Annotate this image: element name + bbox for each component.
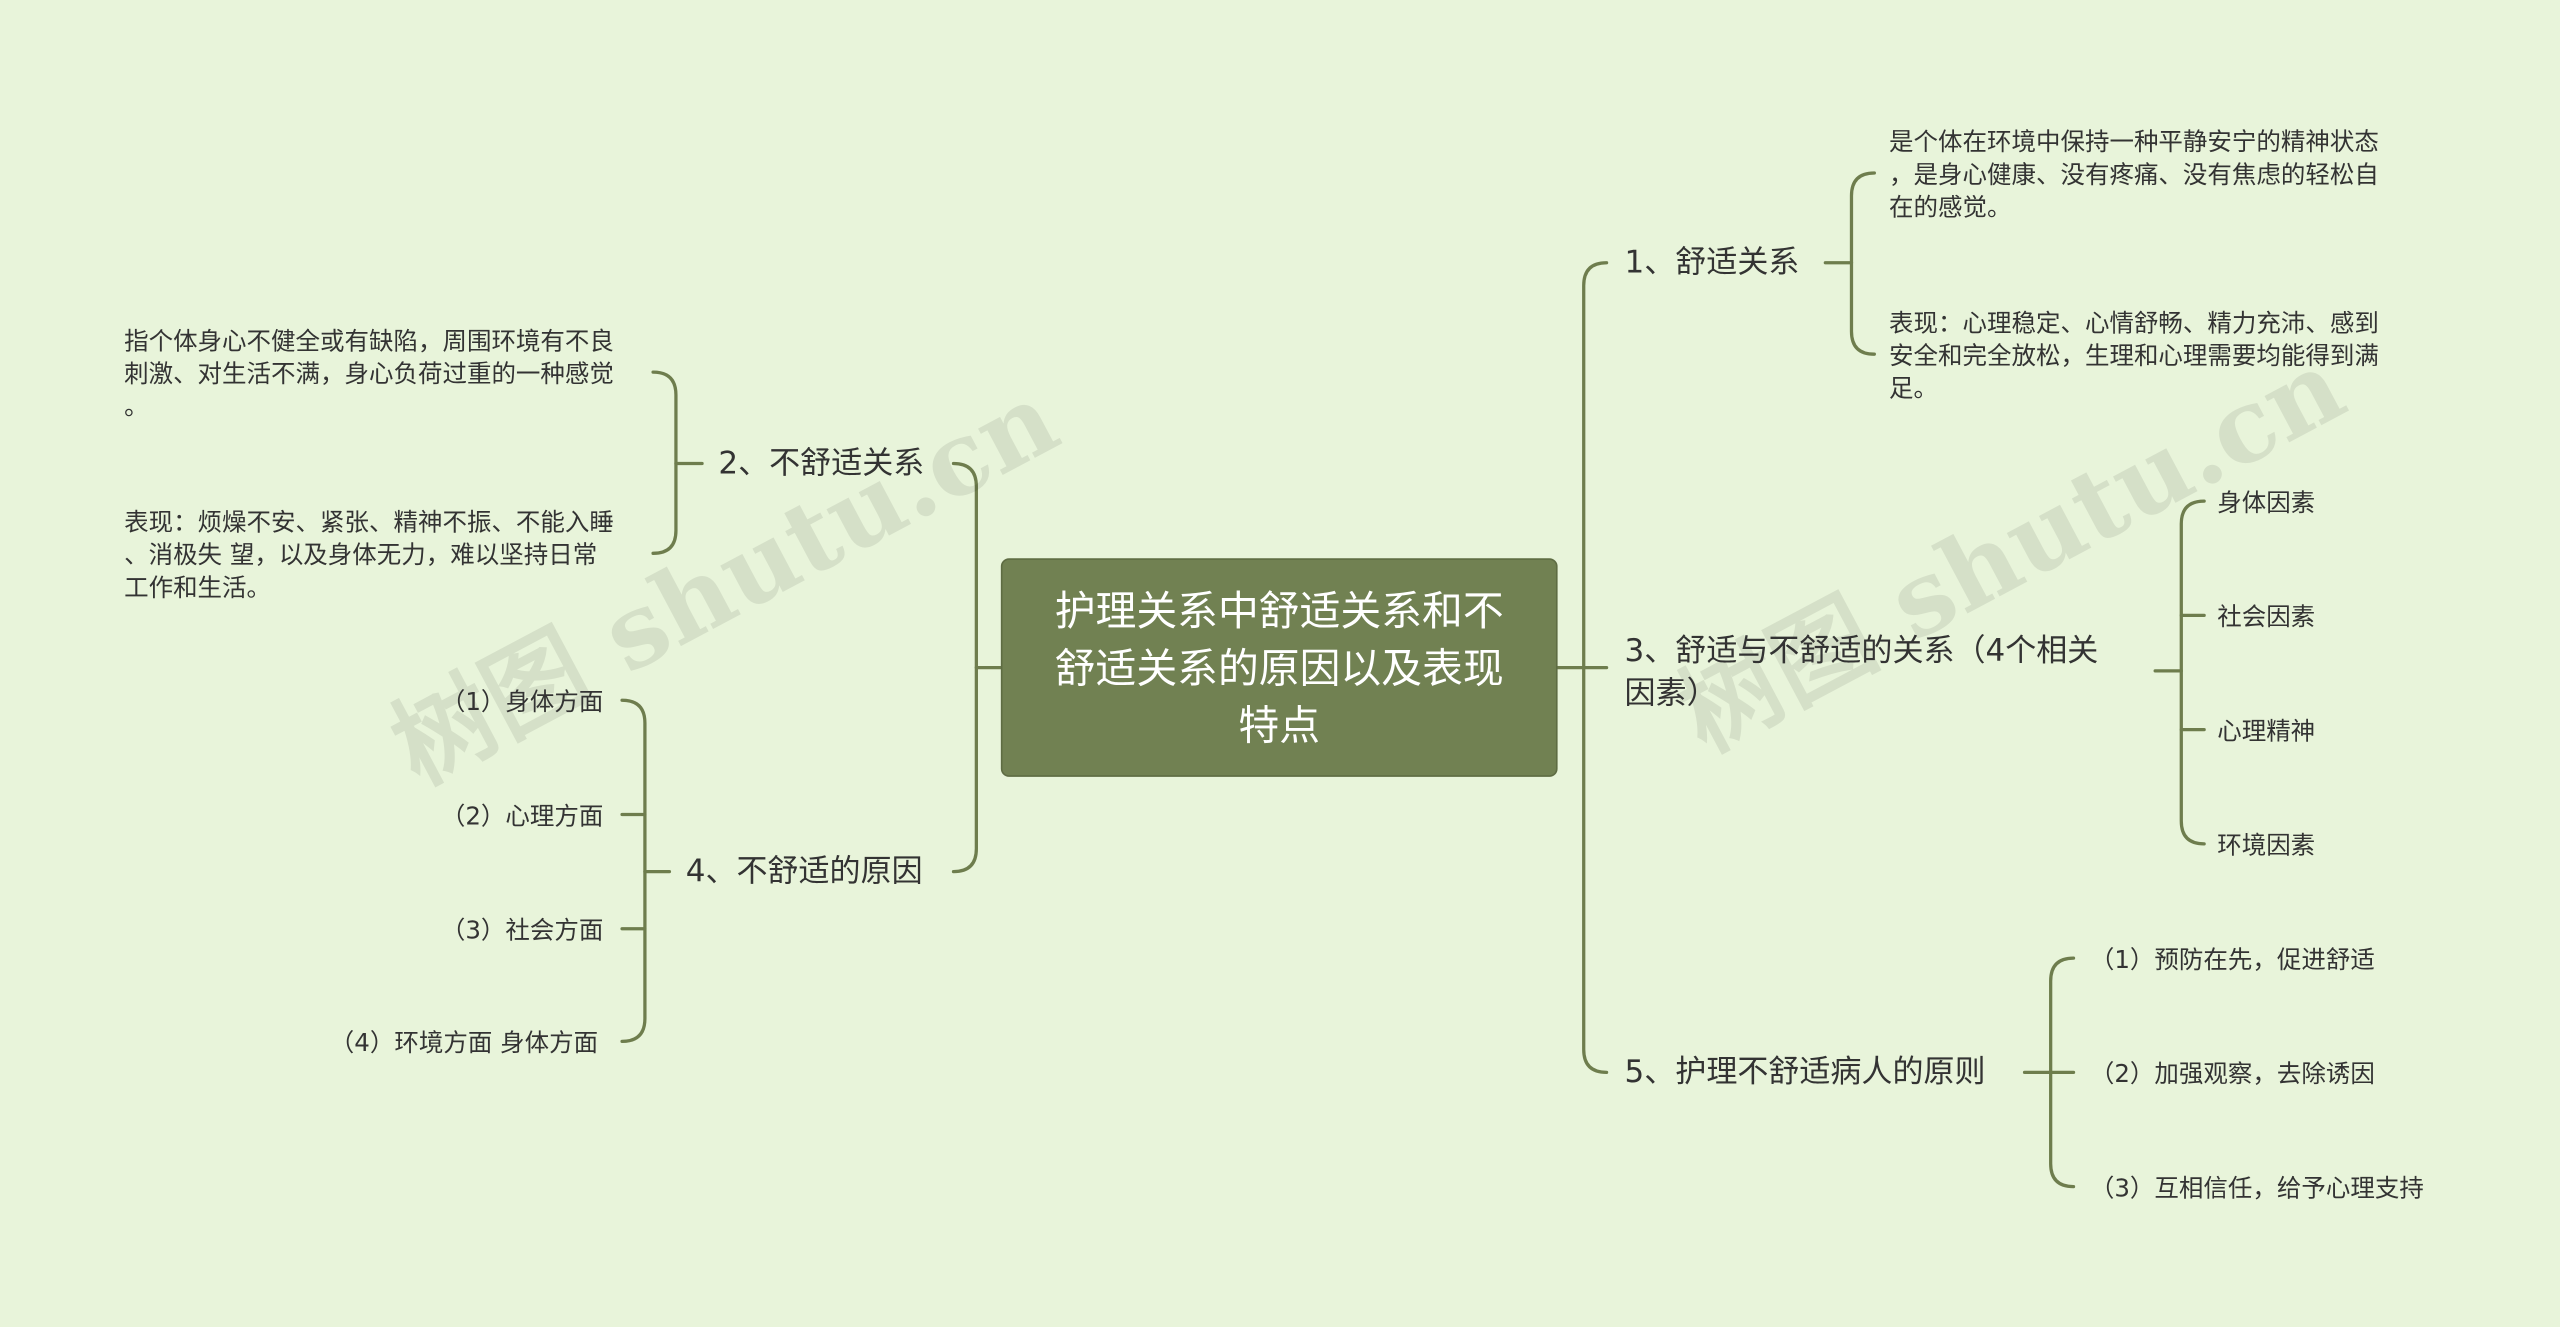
discomfort-definition-line-3: 。 <box>124 391 149 422</box>
cause-psychological[interactable]: （2）心理方面 <box>440 801 604 831</box>
discomfort-manifestation-line-3: 工作和生活。 <box>124 572 272 603</box>
discomfort-definition-line-2: 刺激、对生活不满，身心负荷过重的一种感觉 <box>124 359 614 389</box>
branch-comfort-discomfort-relation[interactable]: 3、舒适与不舒适的关系（4个相关 因素） <box>1625 630 2099 715</box>
discomfort-definition[interactable]: 指个体身心不健全或有缺陷，周围环境有不良 刺激、对生活不满，身心负荷过重的一种感… <box>124 325 614 423</box>
branch-comfort-relation[interactable]: 1、舒适关系 <box>1624 244 1800 281</box>
branch-discomfort-causes[interactable]: 4、不舒适的原因 <box>685 853 923 890</box>
cause-physical[interactable]: （1）身体方面 <box>440 687 604 717</box>
discomfort-definition-line-1: 指个体身心不健全或有缺陷，周围环境有不良 <box>124 326 614 356</box>
cause-environmental[interactable]: （4）环境方面 身体方面 <box>329 1028 599 1058</box>
comfort-definition-line-3: 在的感觉。 <box>1889 192 2012 222</box>
root-node[interactable]: 护理关系中舒适关系和不 舒适关系的原因以及表现 特点 <box>1000 558 1558 777</box>
comfort-manifestation-line-2: 安全和完全放松，生理和心理需要均能得到满 <box>1889 341 2379 371</box>
cause-social[interactable]: （3）社会方面 <box>440 915 604 946</box>
comfort-manifestation-line-3: 足。 <box>1889 373 1939 404</box>
branch-discomfort-relation[interactable]: 2、不舒适关系 <box>718 445 925 482</box>
factor-environmental[interactable]: 环境因素 <box>2217 830 2316 861</box>
comfort-definition[interactable]: 是个体在环境中保持一种平静安宁的精神状态 ，是身心健康、没有疼痛、没有焦虑的轻松… <box>1889 126 2379 224</box>
branch-3-line-2: 因素） <box>1624 675 1718 712</box>
discomfort-manifestation-line-2: 、消极失 望，以及身体无力，难以坚持日常 <box>124 540 598 570</box>
factor-physical[interactable]: 身体因素 <box>2217 488 2316 518</box>
discomfort-manifestation-line-1: 表现：烦燥不安、紧张、精神不振、不能入睡 <box>124 507 614 537</box>
principle-1[interactable]: （1）预防在先，促进舒适 <box>2089 945 2375 975</box>
root-line-3: 特点 <box>1238 701 1321 750</box>
root-line-2: 舒适关系的原因以及表现 <box>1054 644 1504 693</box>
comfort-definition-line-1: 是个体在环境中保持一种平静安宁的精神状态 <box>1889 127 2379 157</box>
comfort-definition-line-2: ，是身心健康、没有疼痛、没有焦虑的轻松自 <box>1889 159 2379 190</box>
comfort-manifestation-line-1: 表现：心理稳定、心情舒畅、精力充沛、感到 <box>1889 308 2379 338</box>
factor-social[interactable]: 社会因素 <box>2217 602 2316 632</box>
comfort-manifestation[interactable]: 表现：心理稳定、心情舒畅、精力充沛、感到 安全和完全放松，生理和心理需要均能得到… <box>1889 307 2379 405</box>
discomfort-manifestation[interactable]: 表现：烦燥不安、紧张、精神不振、不能入睡 、消极失 望，以及身体无力，难以坚持日… <box>124 506 614 604</box>
factor-psychological[interactable]: 心理精神 <box>2217 716 2316 746</box>
branch-nursing-principles[interactable]: 5、护理不舒适病人的原则 <box>1624 1054 1986 1091</box>
principle-3[interactable]: （3）互相信任，给予心理支持 <box>2089 1173 2424 1203</box>
principle-2[interactable]: （2）加强观察，去除诱因 <box>2089 1059 2375 1089</box>
root-line-1: 护理关系中舒适关系和不 <box>1054 587 1504 635</box>
branch-3-line-1: 3、舒适与不舒适的关系（4个相关 <box>1624 633 2099 670</box>
